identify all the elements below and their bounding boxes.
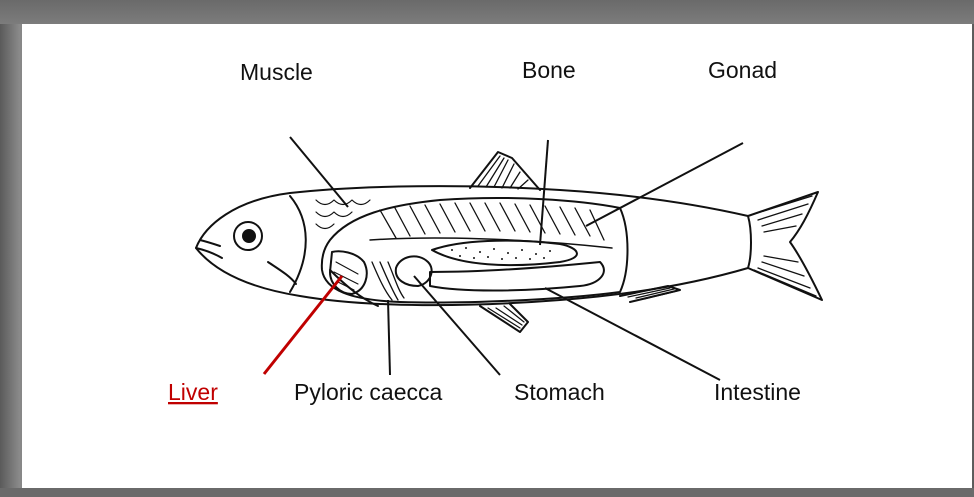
label-bone: Bone	[522, 57, 576, 83]
fish-gonad	[432, 241, 577, 265]
leader-pyloric-caeca	[388, 300, 390, 375]
fish-pupil	[243, 230, 255, 242]
fish-mouth	[196, 240, 222, 258]
fish-intestine	[430, 262, 604, 291]
fish-ribs	[380, 203, 604, 240]
label-gonad: Gonad	[708, 57, 777, 83]
leader-muscle	[290, 137, 348, 207]
fish-anal-fin	[620, 286, 680, 302]
fish-gill-cover	[290, 196, 306, 292]
fish-stomach	[396, 256, 432, 286]
fish-body-outline	[196, 186, 751, 305]
leader-gonad	[586, 143, 743, 226]
fish-pyloric-caeca	[372, 262, 404, 300]
label-liver: Liver	[168, 379, 218, 405]
fish-cutaway-window	[322, 198, 628, 303]
fish-dorsal-fin	[470, 152, 540, 190]
label-pyloric-caeca: Pyloric caecca	[294, 379, 442, 405]
label-intestine: Intestine	[714, 379, 801, 405]
label-stomach: Stomach	[514, 379, 605, 405]
fish-tail-fin	[748, 192, 822, 300]
leader-bone	[540, 140, 548, 245]
label-muscle: Muscle	[240, 59, 313, 85]
fish-illustration	[196, 152, 822, 332]
